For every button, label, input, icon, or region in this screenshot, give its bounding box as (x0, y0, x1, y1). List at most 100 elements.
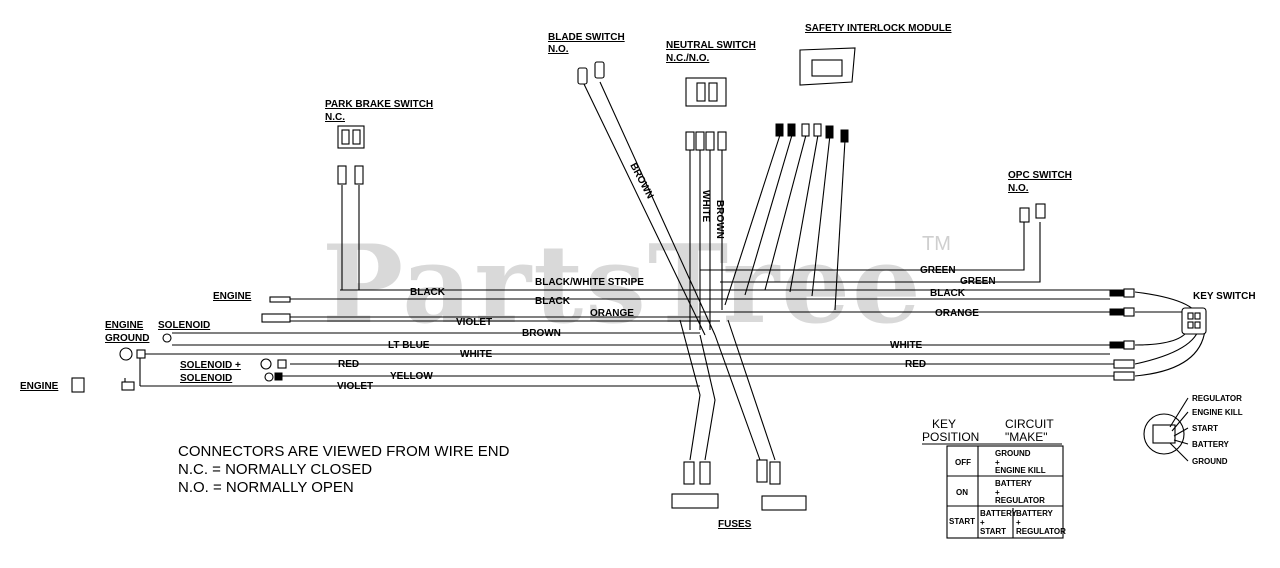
safety-term-4 (813, 123, 822, 137)
key-terminal-regulator: REGULATOR (1192, 394, 1242, 403)
key-switch-pin-3 (1187, 321, 1194, 329)
solenoid-plus-label-2: SOLENOID (180, 373, 232, 384)
park-brake-term-1 (337, 165, 347, 185)
wires (124, 81, 1206, 461)
key-terminal-battery: BATTERY (1192, 440, 1230, 449)
safety-term-1 (775, 123, 784, 137)
fuses-label: FUSES (718, 519, 752, 530)
wire-label-brown-v: BROWN (714, 200, 725, 239)
key-switch-label: KEY SWITCH (1193, 291, 1256, 302)
wire-fuse-left (679, 319, 716, 461)
neutral-contact-1 (696, 82, 706, 102)
engine-ground-term (136, 349, 146, 359)
park-brake-type: N.C. (325, 112, 345, 123)
wire-blade (582, 81, 716, 336)
table-on-c2: + (995, 488, 1000, 497)
component-labels: BLADE SWITCH N.O. NEUTRAL SWITCH N.C./N.… (20, 23, 1256, 530)
wire-label-green-2: GREEN (960, 276, 996, 287)
key-term-orange (1109, 308, 1125, 316)
table-off: OFF (955, 458, 971, 467)
key-term-red (1113, 359, 1135, 369)
key-switch-pin-1 (1187, 312, 1194, 320)
table-on: ON (956, 488, 968, 497)
watermark-tm: TM (922, 233, 951, 255)
fuse-right-term-2 (769, 461, 781, 485)
components (71, 47, 1207, 511)
wire-safety-3 (764, 134, 807, 291)
fuse-right-holder (761, 495, 807, 511)
engine-ground-label-2: GROUND (105, 333, 149, 344)
table-start-a1: BATTERY (980, 509, 1018, 518)
solenoid-plus-ring-1 (260, 358, 272, 370)
table-start-a3: START (980, 527, 1006, 536)
wire-neutral (689, 150, 723, 330)
neutral-switch-type: N.C./N.O. (666, 53, 710, 64)
safety-module-plug (811, 59, 843, 77)
table-header-circuit: CIRCUIT (1005, 417, 1054, 431)
table-start-b3: REGULATOR (1016, 527, 1066, 536)
wire-label-white-v: WHITE (700, 190, 711, 223)
engine-top-label: ENGINE (213, 291, 252, 302)
neutral-term-4 (717, 131, 727, 151)
wire-label-brown-h: BROWN (522, 328, 561, 339)
note-nc: N.C. = NORMALLY CLOSED (178, 461, 372, 478)
engine-ground-label-1: ENGINE (105, 320, 144, 331)
wire-label-black-mid: BLACK (535, 296, 571, 307)
wire-label-yellow: YELLOW (390, 371, 433, 382)
key-terminal-engine-kill: ENGINE KILL (1192, 408, 1243, 417)
notes: CONNECTORS ARE VIEWED FROM WIRE END N.C.… (178, 443, 510, 496)
park-brake-contact-1 (341, 129, 350, 145)
wire-label-black-left: BLACK (410, 287, 446, 298)
blade-switch-label: BLADE SWITCH (548, 32, 625, 43)
table-header-position: POSITION (922, 430, 979, 444)
fuse-right-term-1 (756, 459, 768, 483)
solenoid-label: SOLENOID (158, 320, 210, 331)
neutral-term-1 (685, 131, 695, 151)
wire-label-black-right: BLACK (930, 288, 966, 299)
key-term-white (1109, 341, 1125, 349)
opc-switch-label: OPC SWITCH (1008, 170, 1072, 181)
safety-term-2 (787, 123, 796, 137)
fuse-left-term-1 (683, 461, 695, 485)
wire-opc (700, 222, 1041, 283)
solenoid-plus-term-2 (274, 372, 283, 381)
park-brake-term-2 (354, 165, 364, 185)
neutral-switch-label: NEUTRAL SWITCH (666, 40, 756, 51)
key-switch-pin-2 (1194, 312, 1201, 320)
table-start-b2: + (1016, 518, 1021, 527)
safety-term-3 (801, 123, 810, 137)
neutral-term-3 (705, 131, 715, 151)
wire-label-red-right: RED (905, 359, 926, 370)
engine-ground-ring (119, 347, 133, 361)
solenoid-plus-ring-2 (264, 372, 274, 382)
key-switch-pin-4 (1194, 321, 1201, 329)
table-grid (947, 446, 1063, 538)
table-start-b1: BATTERY (1016, 509, 1054, 518)
safety-term-6 (840, 129, 849, 143)
key-terminal-labels: REGULATOR ENGINE KILL START BATTERY GROU… (1192, 394, 1243, 466)
fuse-left-holder (671, 493, 719, 509)
key-terminal-start: START (1192, 424, 1218, 433)
neutral-switch-body (685, 77, 727, 107)
wire-label-violet-2: VIOLET (337, 381, 373, 392)
key-terminal-block (1152, 424, 1176, 444)
engine-left-label: ENGINE (20, 381, 59, 392)
fuse-left-term-2 (699, 461, 711, 485)
solenoid-plus-label-1: SOLENOID + (180, 360, 241, 371)
table-start: START (949, 517, 975, 526)
wire-safety-2 (744, 134, 793, 296)
key-position-table: KEY POSITION CIRCUIT "MAKE" OFF GROUND +… (922, 417, 1066, 539)
key-terminal-leaders (1169, 397, 1189, 462)
wire-safety-4 (789, 134, 819, 293)
key-term-black-end (1123, 288, 1135, 298)
wire-safety-1 (724, 134, 781, 306)
table-header-key: KEY (932, 417, 956, 431)
wire-safety-5 (811, 134, 831, 297)
wire-label-orange-right: ORANGE (935, 308, 979, 319)
wire-label-brown-blade: BROWN (627, 161, 655, 201)
opc-switch-type: N.O. (1008, 183, 1029, 194)
solenoid-ring (162, 333, 172, 343)
wire-park-brake (341, 185, 360, 290)
wire-fuse-right (714, 319, 776, 461)
